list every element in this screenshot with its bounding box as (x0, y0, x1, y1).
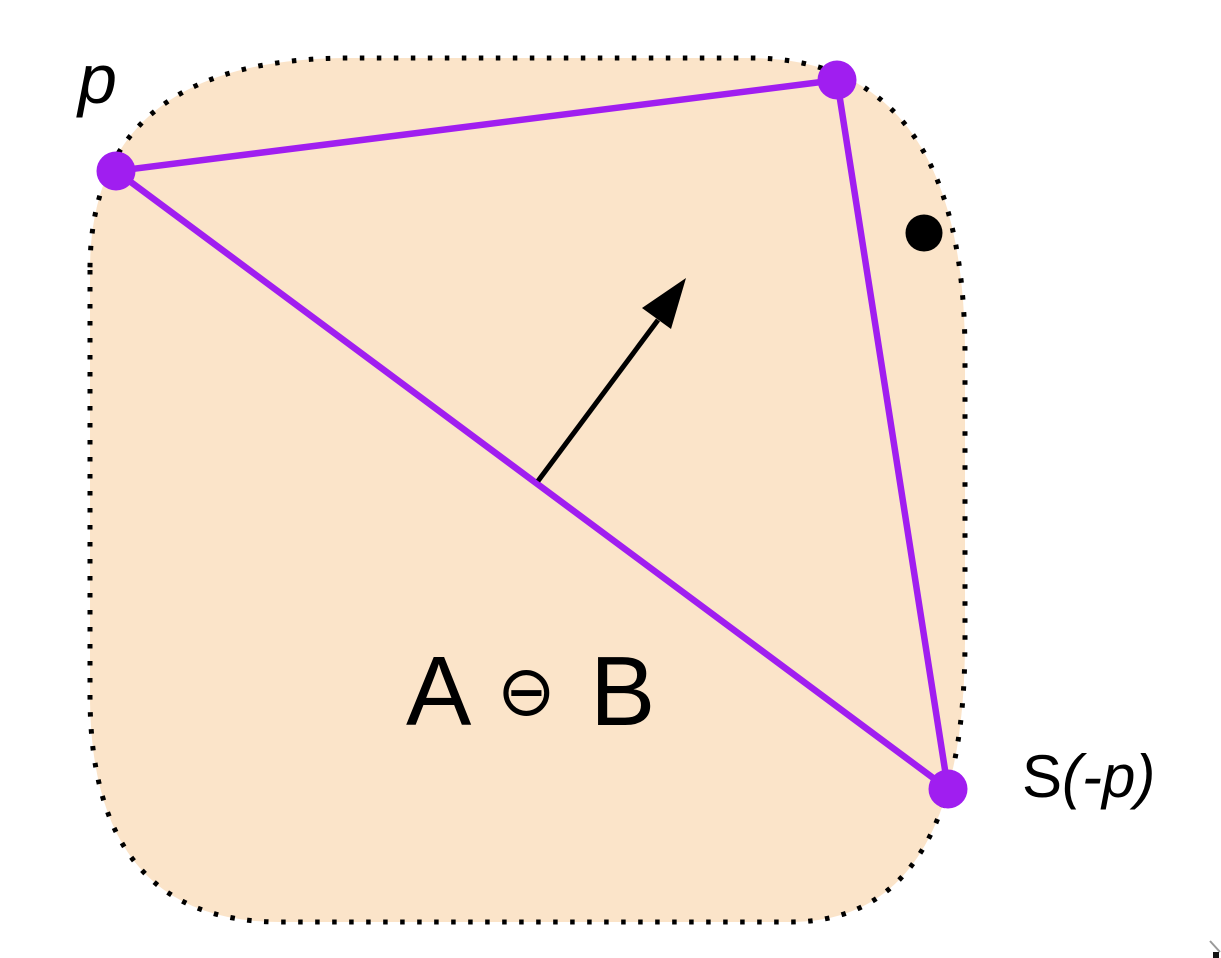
arrow-shaft (535, 318, 661, 483)
arrow-head-icon (642, 278, 686, 329)
label-p: p (76, 40, 117, 118)
vertex-dot-bottom-right (928, 769, 968, 809)
label-s-prefix: S (1022, 743, 1062, 810)
label-s-minus-p: S(-p) (1022, 743, 1155, 810)
vertex-dot-top-right (817, 60, 857, 100)
triangle-outline (112, 76, 952, 793)
label-expression-a: A (406, 636, 472, 746)
point-marker-dot (905, 214, 943, 252)
label-expression: A ⊖ B (406, 626, 655, 746)
label-s-argument: (-p) (1062, 743, 1155, 810)
label-expression-b: B (590, 636, 655, 746)
circled-minus-operator: ⊖ (497, 650, 556, 732)
cursor-artifact (1209, 940, 1221, 958)
eroded-region-shape (87, 55, 968, 925)
normal-arrow (535, 278, 686, 483)
vertex-dot-p (96, 151, 136, 191)
